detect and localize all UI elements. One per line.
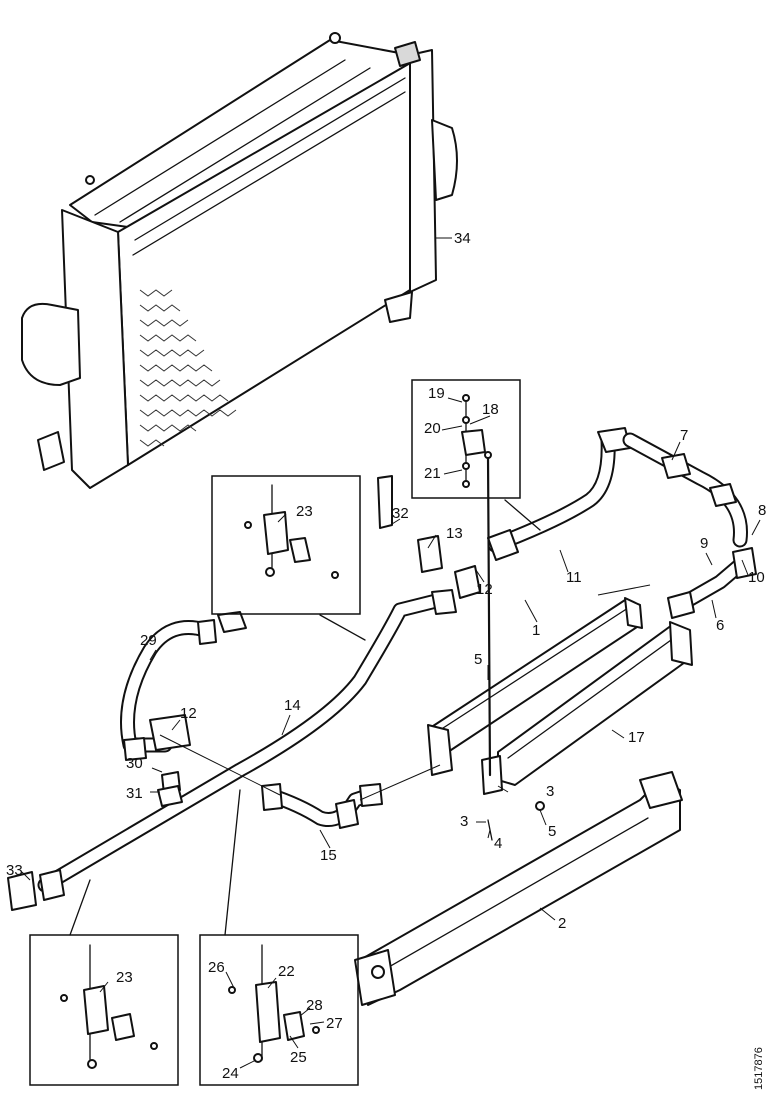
connector-lines (159, 584, 651, 801)
callout-4: 4 (494, 835, 502, 852)
callout-17: 17 (628, 729, 645, 746)
figure-reference-number: 1517876 (753, 1047, 765, 1090)
callout-12-upper: 12 (476, 581, 493, 598)
callout-24: 24 (222, 1065, 239, 1082)
frame-2 (354, 771, 683, 1006)
callout-29: 29 (140, 632, 157, 649)
callout-21: 21 (424, 465, 441, 482)
callout-13: 13 (446, 525, 463, 542)
callout-8: 8 (758, 502, 766, 519)
callout-12-lower: 12 (180, 705, 197, 722)
callout-10: 10 (748, 569, 765, 586)
callout-15: 15 (320, 847, 337, 864)
callout-19: 19 (428, 385, 445, 402)
callout-18: 18 (482, 401, 499, 418)
pipe-29 (120, 611, 247, 761)
callout-7: 7 (680, 427, 688, 444)
callout-25: 25 (290, 1049, 307, 1066)
callout-leaders (21, 237, 761, 1069)
callout-30: 30 (126, 755, 143, 772)
inset-bottom-middle (199, 789, 359, 1086)
callout-1: 1 (532, 622, 540, 639)
callout-5-lower: 5 (548, 823, 556, 840)
callout-14: 14 (284, 697, 301, 714)
inset-middle (211, 475, 366, 641)
callout-2: 2 (558, 915, 566, 932)
pipe-6 (667, 547, 757, 619)
callout-31: 31 (126, 785, 143, 802)
callout-27: 27 (326, 1015, 343, 1032)
callout-23-middle: 23 (296, 503, 313, 520)
callout-32: 32 (392, 505, 409, 522)
inset-upper-right (411, 379, 541, 531)
callout-23-lower: 23 (116, 969, 133, 986)
pipe-14 (37, 589, 457, 901)
pipe-7 (622, 432, 748, 548)
radiator-assembly (21, 32, 458, 489)
callout-9: 9 (700, 535, 708, 552)
callout-5-upper: 5 (474, 651, 482, 668)
callout-22: 22 (278, 963, 295, 980)
callout-labels: 34 19 18 20 21 7 8 23 32 13 9 11 10 12 6… (6, 230, 766, 1090)
inset-bottom-left (29, 879, 179, 1086)
callout-34: 34 (454, 230, 471, 247)
cooler-1 (427, 597, 643, 776)
callout-26: 26 (208, 959, 225, 976)
pipe-15 (261, 783, 383, 829)
callout-33: 33 (6, 862, 23, 879)
pipe-11 (487, 427, 631, 561)
radiator-core-mesh (139, 289, 237, 447)
callout-6: 6 (716, 617, 724, 634)
callout-3-left: 3 (460, 813, 468, 830)
callout-20: 20 (424, 420, 441, 437)
callout-11: 11 (566, 569, 582, 586)
callout-28: 28 (306, 997, 323, 1014)
callout-3-right: 3 (546, 783, 554, 800)
